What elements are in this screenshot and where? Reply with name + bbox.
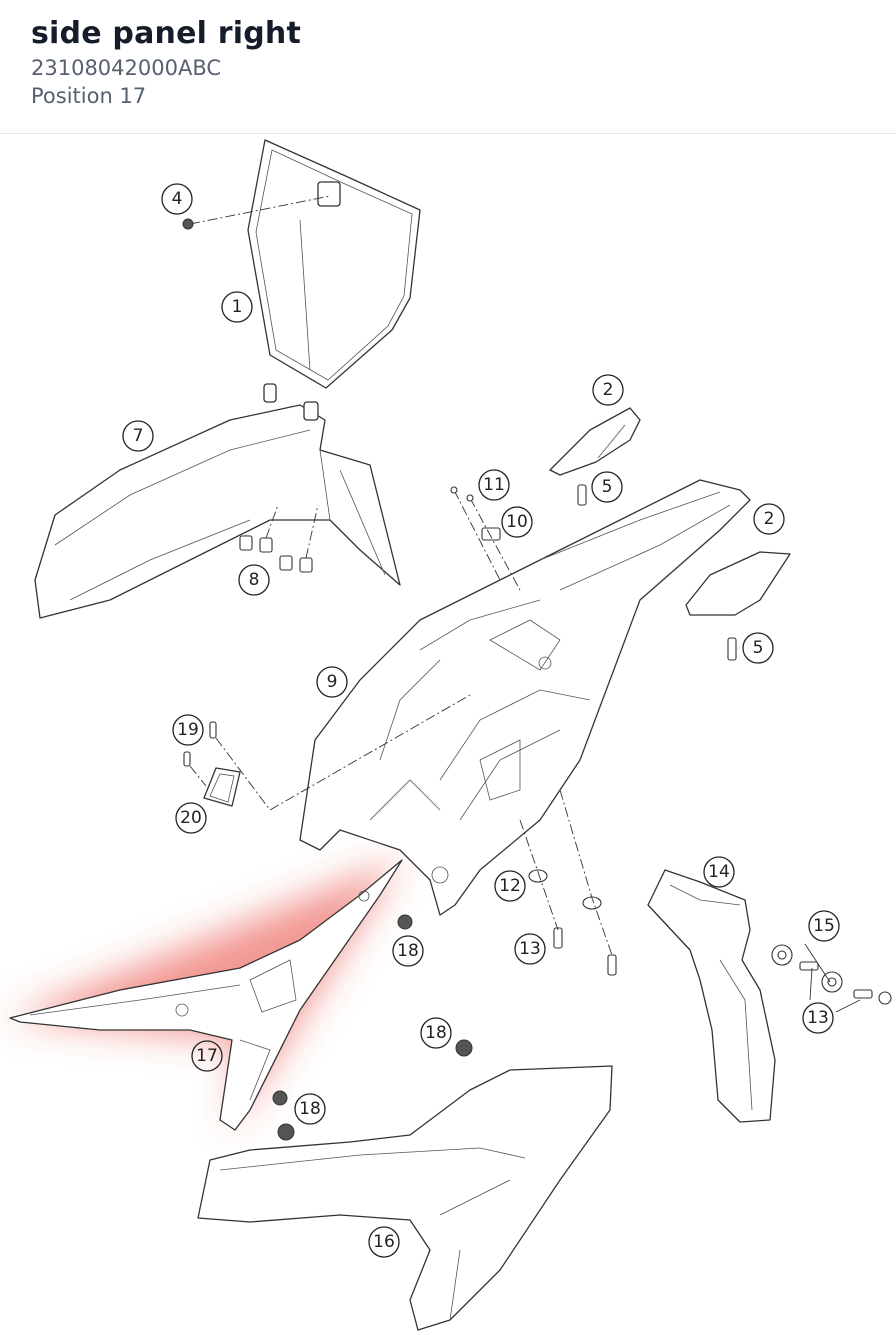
callout-2-upper[interactable]: 2 xyxy=(592,374,624,406)
svg-text:2: 2 xyxy=(764,509,775,529)
callout-14[interactable]: 14 xyxy=(703,856,735,888)
svg-text:14: 14 xyxy=(708,862,730,882)
part-number-plate[interactable] xyxy=(247,139,421,389)
position-label: Position 17 xyxy=(31,84,147,108)
svg-text:17: 17 xyxy=(196,1046,218,1066)
callout-11[interactable]: 11 xyxy=(478,469,510,501)
leader-15 xyxy=(804,943,831,983)
svg-text:10: 10 xyxy=(506,512,528,532)
part-washers-and-bolts[interactable] xyxy=(771,944,892,1005)
svg-text:11: 11 xyxy=(483,475,505,495)
callout-15[interactable]: 15 xyxy=(808,910,840,942)
svg-text:2: 2 xyxy=(603,380,614,400)
callout-16[interactable]: 16 xyxy=(368,1226,400,1258)
leader-13a xyxy=(809,967,813,1001)
part-side-cover-upper[interactable] xyxy=(549,407,641,476)
svg-text:13: 13 xyxy=(519,939,541,959)
callout-17[interactable]: 17 xyxy=(191,1040,223,1072)
svg-text:18: 18 xyxy=(397,941,419,961)
part-radiator-shroud[interactable] xyxy=(197,1065,613,1331)
svg-text:12: 12 xyxy=(499,876,521,896)
part-side-panel-right[interactable] xyxy=(9,859,403,1131)
svg-text:9: 9 xyxy=(327,672,338,692)
part-fender-screws[interactable] xyxy=(239,504,319,573)
callout-8[interactable]: 8 xyxy=(238,564,270,596)
callout-20[interactable]: 20 xyxy=(175,802,207,834)
callout-18-lower[interactable]: 18 xyxy=(294,1093,326,1125)
callout-18-upper[interactable]: 18 xyxy=(392,935,424,967)
callout-1[interactable]: 1 xyxy=(221,291,253,323)
svg-text:15: 15 xyxy=(813,916,835,936)
callout-4[interactable]: 4 xyxy=(161,183,193,215)
part-title: side panel right xyxy=(31,16,302,51)
svg-text:5: 5 xyxy=(753,638,764,658)
svg-text:7: 7 xyxy=(133,426,144,446)
leader-13b xyxy=(835,999,861,1013)
part-cover-screws[interactable] xyxy=(577,484,737,661)
part-tag-holder[interactable] xyxy=(183,694,471,811)
exploded-parts-diagram: 1 2 2 4 5 5 7 8 9 10 11 12 13 13 14 15 1… xyxy=(0,135,896,1335)
svg-text:16: 16 xyxy=(373,1232,395,1252)
svg-text:4: 4 xyxy=(172,189,183,209)
callout-5-lower[interactable]: 5 xyxy=(742,632,774,664)
callout-13-right[interactable]: 13 xyxy=(802,1002,834,1034)
svg-text:20: 20 xyxy=(180,808,202,828)
part-side-cover-lower[interactable] xyxy=(685,551,791,616)
svg-text:18: 18 xyxy=(299,1099,321,1119)
callout-10[interactable]: 10 xyxy=(501,506,533,538)
callout-12[interactable]: 12 xyxy=(494,870,526,902)
callout-2-lower[interactable]: 2 xyxy=(753,503,785,535)
part-header: side panel right 23108042000ABC Position… xyxy=(0,0,896,134)
svg-text:13: 13 xyxy=(807,1008,829,1028)
leader-plate-nut xyxy=(189,195,331,225)
part-grommets-and-bolts[interactable] xyxy=(519,789,617,976)
svg-text:19: 19 xyxy=(177,720,199,740)
part-clip-and-screw[interactable] xyxy=(450,486,521,591)
diagram-svg: 1 2 2 4 5 5 7 8 9 10 11 12 13 13 14 15 1… xyxy=(9,139,892,1331)
svg-text:8: 8 xyxy=(249,570,260,590)
svg-text:5: 5 xyxy=(602,477,613,497)
svg-text:1: 1 xyxy=(232,297,243,317)
part-nuts[interactable] xyxy=(272,914,473,1141)
callout-5-upper[interactable]: 5 xyxy=(591,471,623,503)
callout-19[interactable]: 19 xyxy=(172,714,204,746)
part-rear-fender[interactable] xyxy=(299,479,751,916)
callout-18-middle[interactable]: 18 xyxy=(420,1017,452,1049)
part-rear-bracket[interactable] xyxy=(647,869,776,1123)
svg-text:18: 18 xyxy=(425,1023,447,1043)
callout-9[interactable]: 9 xyxy=(316,666,348,698)
part-number: 23108042000ABC xyxy=(31,56,222,80)
callout-13-left[interactable]: 13 xyxy=(514,933,546,965)
part-front-fender[interactable] xyxy=(34,383,401,619)
callout-7[interactable]: 7 xyxy=(122,420,154,452)
part-plate-nut[interactable] xyxy=(182,218,194,230)
